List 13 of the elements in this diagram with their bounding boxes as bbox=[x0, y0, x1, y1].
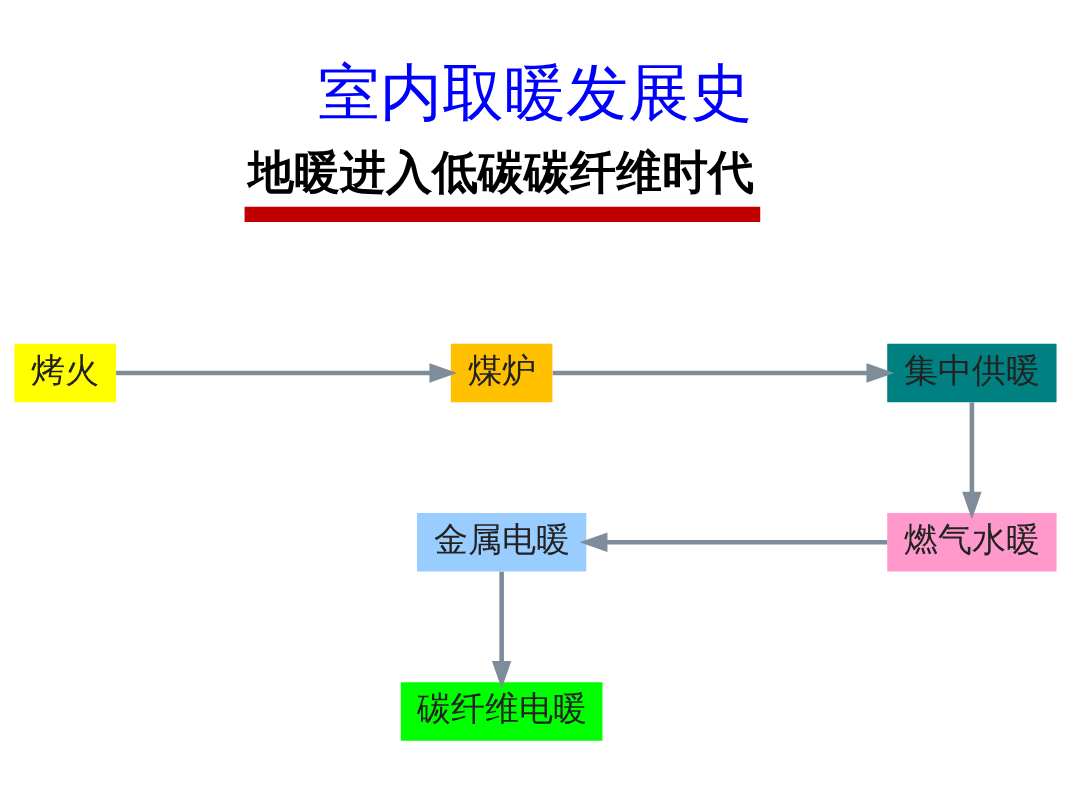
node-box: 金属电暖 bbox=[416, 513, 587, 572]
arrow bbox=[491, 571, 512, 689]
diagram-title: 室内取暖发展史 bbox=[318, 56, 753, 129]
arrow bbox=[116, 363, 458, 383]
node-box: 碳纤维电暖 bbox=[400, 682, 603, 741]
arrow bbox=[552, 363, 895, 383]
node-box: 烤火 bbox=[14, 343, 117, 403]
node-box: 燃气水暖 bbox=[887, 513, 1057, 572]
arrow bbox=[962, 402, 982, 520]
arrow bbox=[579, 532, 888, 552]
label: 地暖进入低碳碳纤维时代 bbox=[247, 145, 754, 200]
node-box: 集中供暖 bbox=[887, 343, 1057, 403]
node-box: 煤炉 bbox=[450, 343, 553, 403]
